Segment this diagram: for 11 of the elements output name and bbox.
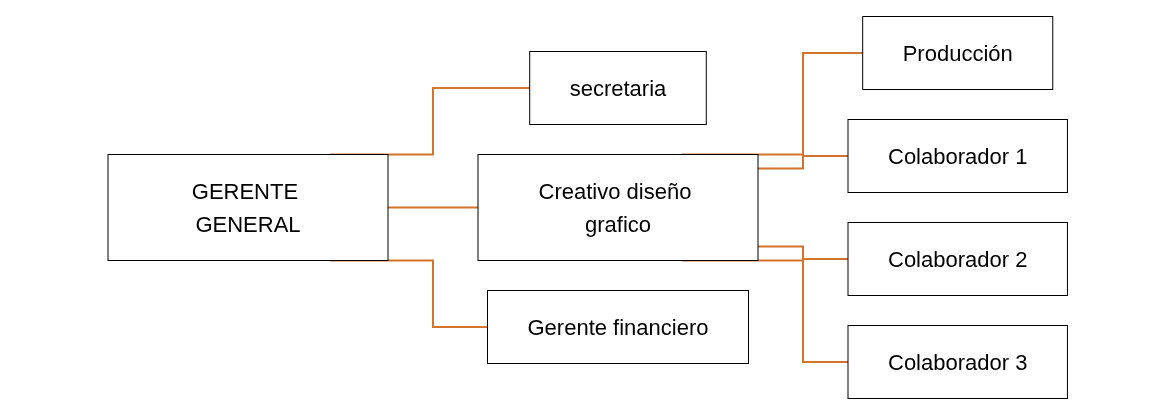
node-box: Colaborador 1 [847,119,1069,193]
connector [757,155,850,170]
node-box: GERENTE GENERAL [107,154,389,261]
connector [387,206,480,209]
node-box: Creativo diseño grafico [477,154,759,261]
connector [757,245,850,260]
node-box: Colaborador 3 [847,325,1069,399]
node-box: Gerente financiero [487,290,750,364]
node-box: Colaborador 2 [847,222,1069,296]
node-box: secretaria [529,51,708,125]
node-box: Producción [862,16,1054,90]
